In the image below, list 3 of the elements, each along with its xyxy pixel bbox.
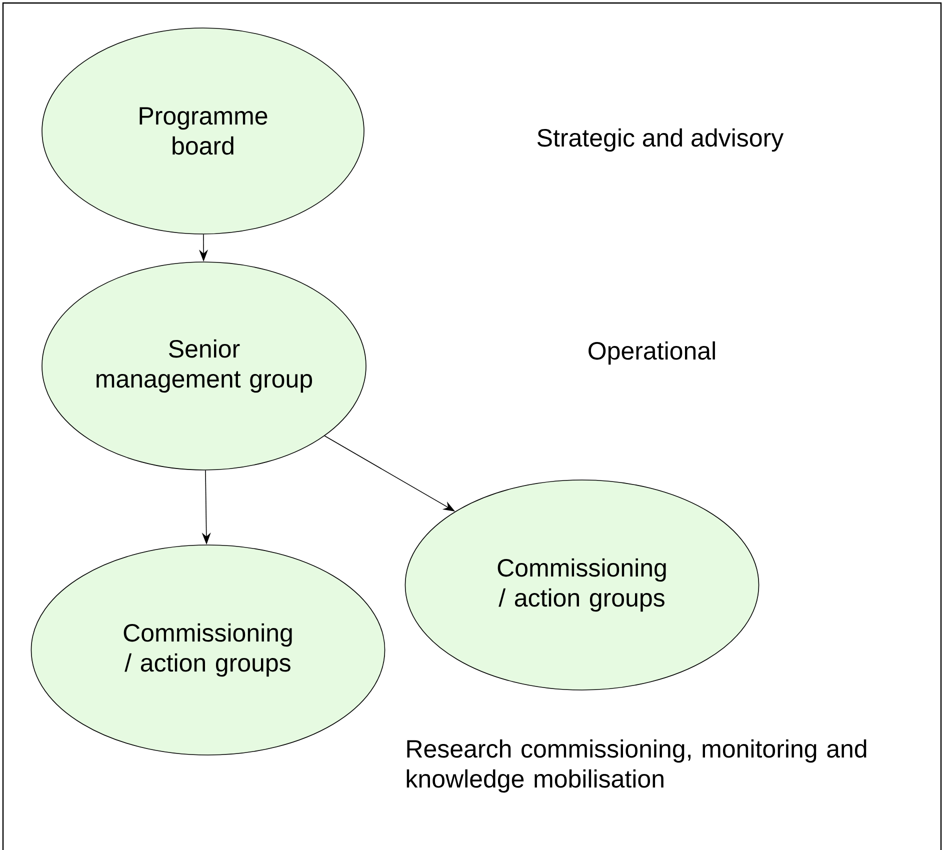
level-label: Strategic and advisory xyxy=(537,128,784,152)
level-label: Operational xyxy=(588,341,715,365)
level-label: Research commissioning, monitoring and knowledge mobilisation xyxy=(406,739,866,793)
